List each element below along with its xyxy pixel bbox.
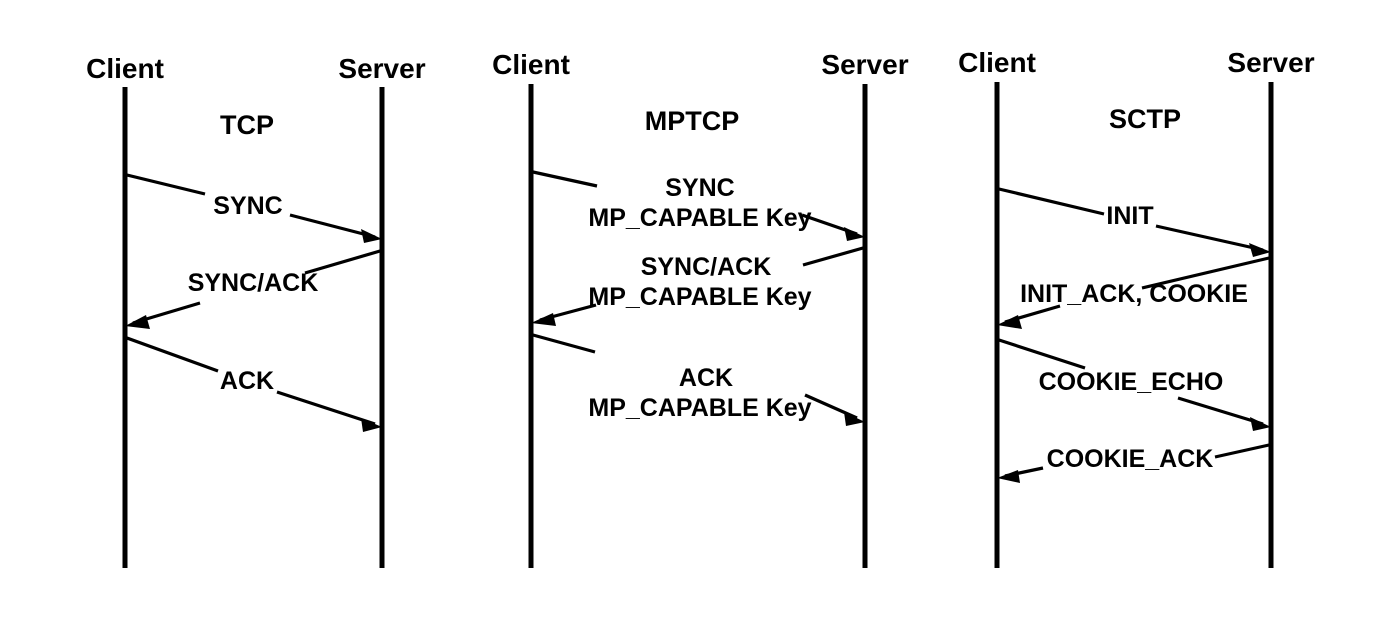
mptcp-msg-1-arrow (532, 170, 865, 241)
sctp-msg-3-label: COOKIE_ECHO (1039, 368, 1224, 396)
tcp-server-label: Server (338, 53, 425, 84)
tcp-msg-3-label: ACK (220, 367, 274, 395)
sctp-panel-title: SCTP (1109, 104, 1181, 134)
sctp-msg-2-label: INIT_ACK, COOKIE (1020, 280, 1248, 308)
panel-sctp: Client Server SCTP INIT INIT_ACK, COOKIE (958, 47, 1315, 568)
tcp-msg-2-arrow (125, 249, 381, 329)
tcp-client-label: Client (86, 53, 164, 84)
sctp-msg-4-arrow (997, 443, 1270, 483)
tcp-msg-3-arrow (126, 336, 382, 432)
sctp-client-label: Client (958, 47, 1036, 78)
mptcp-msg-2-arrow (531, 246, 864, 326)
panel-tcp: Client Server TCP SYNC SYNC/ACK (86, 53, 426, 568)
panel-mptcp: Client Server MPTCP SYNC MP_CAPABLE Key … (492, 49, 909, 568)
mptcp-msg-3-label-line-2: MP_CAPABLE Key (588, 394, 811, 422)
tcp-msg-1-label: SYNC (213, 192, 282, 220)
mptcp-msg-2-label-line-2: MP_CAPABLE Key (588, 283, 811, 311)
mptcp-server-label: Server (821, 49, 908, 80)
mptcp-msg-3-label-line-1: ACK (679, 364, 733, 392)
mptcp-panel-title: MPTCP (645, 106, 740, 136)
sctp-msg-2-arrow (997, 256, 1270, 329)
sctp-msg-1-arrow (998, 187, 1271, 257)
tcp-msg-1-arrow (126, 173, 382, 243)
mptcp-msg-2-label-line-1: SYNC/ACK (641, 253, 772, 281)
sctp-server-label: Server (1227, 47, 1314, 78)
mptcp-client-label: Client (492, 49, 570, 80)
sctp-msg-4-label: COOKIE_ACK (1047, 445, 1214, 473)
mptcp-msg-1-label-line-2: MP_CAPABLE Key (588, 204, 811, 232)
tcp-msg-2-label: SYNC/ACK (188, 269, 319, 297)
mptcp-msg-1-label-line-1: SYNC (665, 174, 734, 202)
mptcp-msg-3-arrow (532, 333, 865, 426)
sctp-msg-1-label: INIT (1106, 202, 1153, 230)
tcp-panel-title: TCP (220, 110, 274, 140)
sctp-msg-3-arrow (998, 338, 1271, 431)
